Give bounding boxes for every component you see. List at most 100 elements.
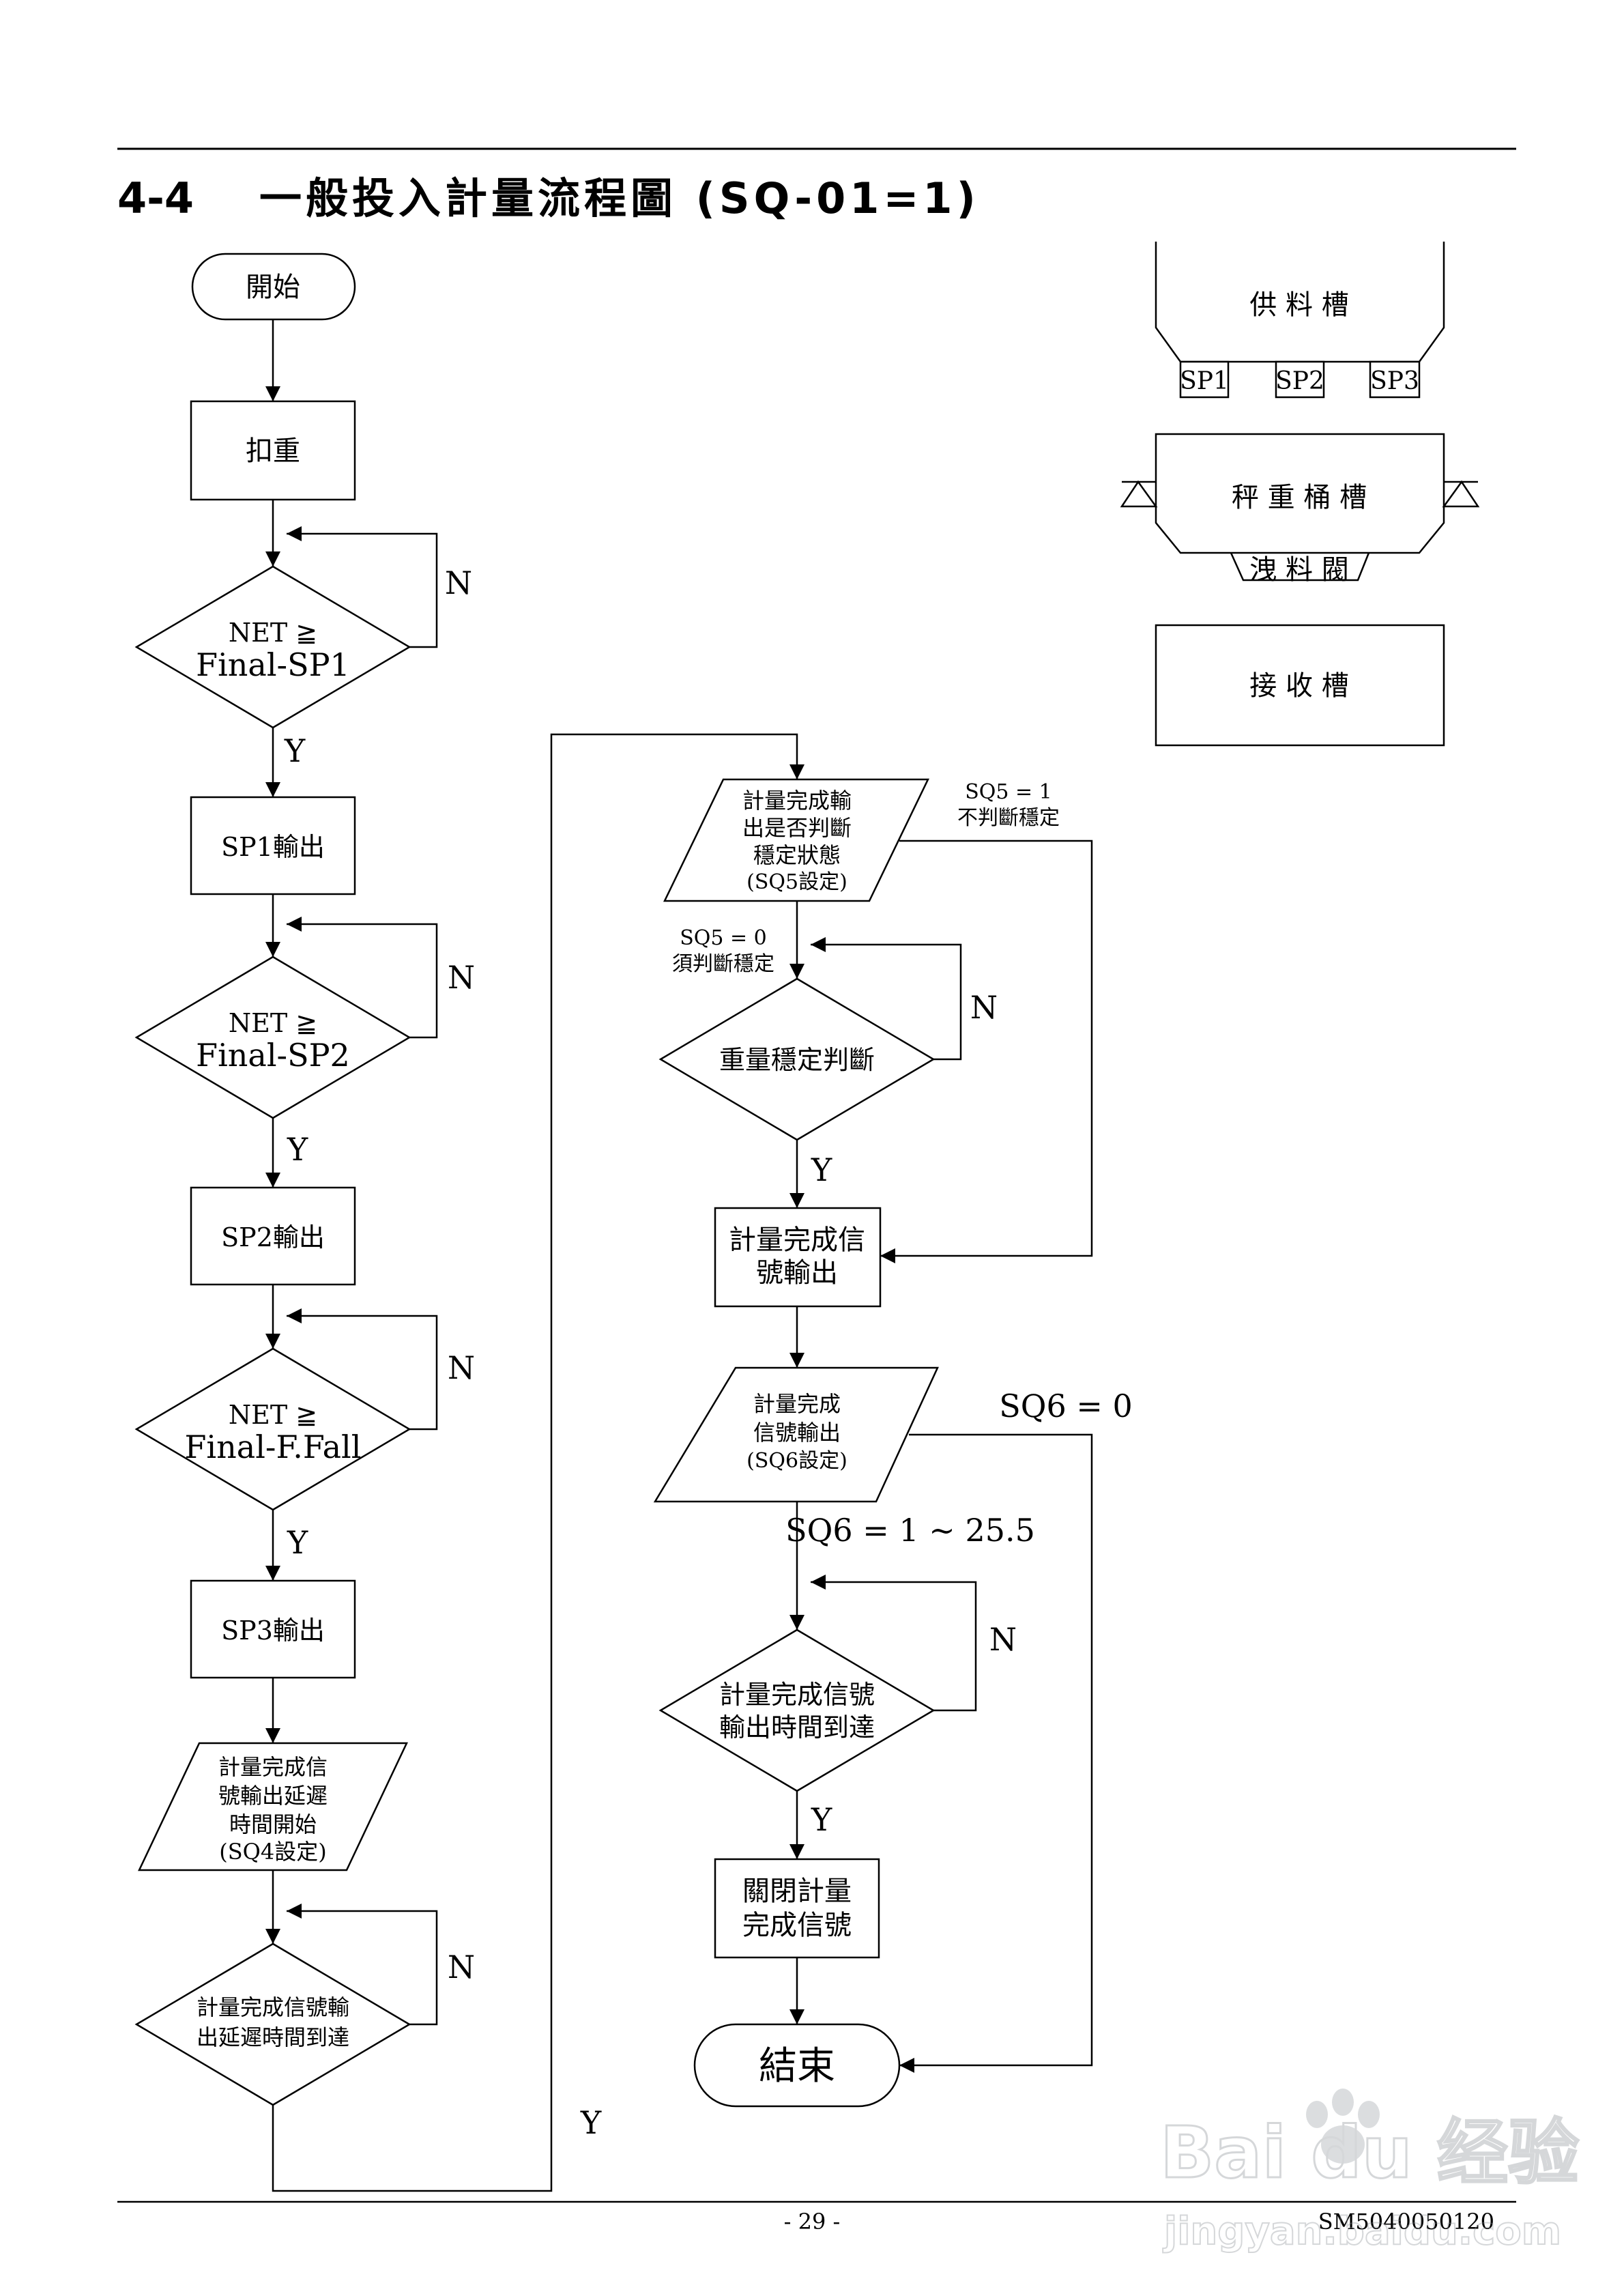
sq5-0-line1: SQ5 = 0 bbox=[680, 926, 767, 950]
delay-start-line3: 時間開始 bbox=[229, 1811, 317, 1837]
bypass-sq5-1 bbox=[880, 840, 1093, 1263]
sp1-valve bbox=[1179, 360, 1230, 399]
decision-delay-line1: 計量完成信號輸 bbox=[197, 1994, 349, 2020]
watermark-url: jingyan.baidu.com bbox=[1163, 2209, 1561, 2254]
section-number: 4-4 bbox=[117, 173, 194, 223]
loop-delay-no bbox=[287, 1904, 438, 2026]
decision-signal-time bbox=[658, 1628, 936, 1792]
decision-ffall-line2: Final-F.Fall bbox=[185, 1429, 362, 1465]
sq6-0-label: SQ6 = 0 bbox=[999, 1388, 1133, 1424]
signal-time-no-label: N bbox=[989, 1621, 1017, 1658]
delay-no-label: N bbox=[448, 1949, 475, 1985]
sp3-output-label: SP3輸出 bbox=[221, 1616, 325, 1646]
weigh-hopper-shape bbox=[1155, 433, 1445, 554]
end-label: 結束 bbox=[759, 2044, 835, 2089]
tare-process bbox=[190, 400, 356, 501]
page-number: - 29 - bbox=[784, 2209, 841, 2235]
signal-time-yes-label: Y bbox=[811, 1801, 832, 1838]
signal-output-line2: 號輸出 bbox=[756, 1257, 838, 1289]
delay-start-line2: 號輸出延遲 bbox=[218, 1783, 328, 1809]
close-signal-process bbox=[714, 1858, 880, 1959]
watermark-brand: Bai du 经验 bbox=[1160, 2111, 1579, 2194]
stable-check-line1: 計量完成輸 bbox=[742, 788, 852, 814]
decision-sp1-line1: NET ≧ bbox=[229, 618, 317, 648]
bypass-sq6-0 bbox=[899, 1433, 1093, 2073]
loop-signal-time-no bbox=[811, 1575, 977, 1712]
sp1-no-label: N bbox=[445, 564, 472, 601]
stable-check-io bbox=[663, 778, 929, 902]
stable-check-line3: 穩定狀態 bbox=[753, 842, 841, 868]
receive-tank-label: 接 收 槽 bbox=[1249, 670, 1348, 702]
signal-time-line2: 輸出時間到達 bbox=[719, 1712, 875, 1742]
right-column-labels: 計量完成輸 出是否判斷 穩定狀態 (SQ5設定) SQ5 = 1 不判斷穩定 S… bbox=[672, 780, 1133, 2089]
sp1-output-label: SP1輸出 bbox=[221, 832, 325, 862]
sq6-setting-line1: 計量完成 bbox=[753, 1391, 841, 1417]
sp3-valve bbox=[1369, 360, 1421, 399]
equipment-labels: 供 料 槽 SP1 SP2 SP3 秤 重 桶 槽 洩 料 閥 接 收 槽 bbox=[1180, 289, 1419, 702]
left-column bbox=[134, 253, 804, 2192]
loop-sp2-no bbox=[287, 917, 438, 1039]
signal-output-process bbox=[714, 1207, 882, 1308]
right-column bbox=[653, 778, 1093, 2108]
sp2-no-label: N bbox=[448, 959, 475, 996]
stable-check-line4: (SQ5設定) bbox=[746, 870, 847, 894]
signal-time-line1: 計量完成信號 bbox=[719, 1680, 875, 1710]
doc-code: SM5040050120 bbox=[1318, 2209, 1494, 2235]
sp1-valve-label: SP1 bbox=[1180, 367, 1229, 395]
delay-start-line4: (SQ4設定) bbox=[219, 1839, 327, 1865]
stable-check-line2: 出是否判斷 bbox=[742, 815, 852, 841]
loop-sp1-no bbox=[287, 526, 438, 648]
loop-stable-no bbox=[811, 937, 962, 1061]
delay-yes-label: Y bbox=[580, 2104, 602, 2141]
sq6-setting-line2: 信號輸出 bbox=[753, 1420, 841, 1446]
decision-sp2-line1: NET ≧ bbox=[229, 1008, 317, 1038]
close-signal-line1: 關閉計量 bbox=[742, 1876, 852, 1907]
sp2-valve bbox=[1275, 360, 1325, 399]
tare-label: 扣重 bbox=[246, 435, 300, 467]
paw-icon bbox=[1306, 2089, 1380, 2164]
sp3-valve-label: SP3 bbox=[1370, 367, 1419, 395]
sq5-0-line2: 須判斷穩定 bbox=[672, 952, 774, 976]
sp2-valve-label: SP2 bbox=[1275, 367, 1324, 395]
sp3-output-process bbox=[190, 1579, 356, 1679]
end-terminal bbox=[693, 2023, 901, 2108]
signal-output-line1: 計量完成信 bbox=[729, 1224, 865, 1256]
sq6-range-label: SQ6 = 1 ~ 25.5 bbox=[785, 1512, 1035, 1549]
sq5-1-line1: SQ5 = 1 bbox=[965, 780, 1052, 804]
equipment-diagram bbox=[1120, 242, 1480, 747]
sp2-output-process bbox=[190, 1186, 356, 1286]
receive-tank-shape bbox=[1155, 624, 1445, 747]
ffall-no-label: N bbox=[448, 1349, 475, 1386]
sq6-setting-io bbox=[653, 1366, 939, 1503]
sp1-output-process bbox=[190, 796, 356, 895]
stable-yes-label: Y bbox=[811, 1151, 832, 1188]
weigh-hopper-label: 秤 重 桶 槽 bbox=[1232, 482, 1367, 513]
sp2-yes-label: Y bbox=[287, 1131, 308, 1168]
decision-ffall-line1: NET ≧ bbox=[229, 1400, 317, 1430]
stable-no-label: N bbox=[970, 989, 998, 1026]
load-cell-left bbox=[1120, 480, 1158, 508]
sp2-output-label: SP2輸出 bbox=[221, 1222, 325, 1252]
left-column-labels: 開始 扣重 NET ≧ Final-SP1 N Y SP1輸出 NET ≧ Fi… bbox=[185, 272, 602, 2141]
watermark: Bai du 经验 jingyan.baidu.com bbox=[1159, 2089, 1580, 2254]
sq6-setting-line3: (SQ6設定) bbox=[746, 1449, 847, 1473]
start-label: 開始 bbox=[246, 272, 300, 303]
delay-start-line1: 計量完成信 bbox=[218, 1754, 328, 1780]
decision-sp2-line2: Final-SP2 bbox=[196, 1037, 350, 1074]
sq5-1-line2: 不判斷穩定 bbox=[957, 806, 1060, 830]
supply-tank-label: 供 料 槽 bbox=[1249, 289, 1348, 321]
close-signal-line2: 完成信號 bbox=[742, 1910, 852, 1941]
decision-sp1-line2: Final-SP1 bbox=[196, 646, 350, 683]
connector-to-right-column bbox=[272, 733, 804, 2192]
sp1-yes-label: Y bbox=[284, 732, 306, 769]
ffall-yes-label: Y bbox=[287, 1524, 308, 1561]
decision-delay-line2: 出延遲時間到達 bbox=[197, 2024, 349, 2050]
weight-stable-label: 重量穩定判斷 bbox=[719, 1045, 875, 1075]
loop-ffall-no bbox=[287, 1308, 438, 1431]
page-title: 一般投入計量流程圖 (SQ-01=1) bbox=[259, 173, 980, 223]
discharge-valve-label: 洩 料 閥 bbox=[1249, 554, 1348, 586]
load-cell-right bbox=[1442, 480, 1480, 508]
discharge-valve-shape bbox=[1230, 552, 1370, 582]
